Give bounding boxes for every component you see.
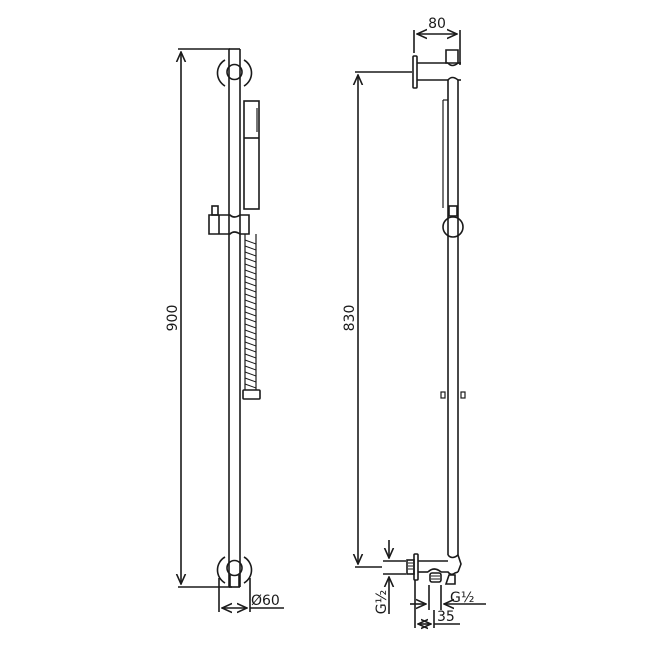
- side-view: 80 830: [342, 16, 486, 628]
- dimension-830-label: 830: [342, 305, 358, 332]
- dimension-outlet-label: G½: [450, 590, 474, 606]
- dimension-outlet-offset: 35: [414, 580, 460, 628]
- front-view: 900: [165, 48, 284, 612]
- dimension-projection: 80: [413, 16, 461, 65]
- dimension-80-label: 80: [428, 16, 446, 32]
- side-bottom-outlet: [406, 553, 462, 585]
- side-slider: [442, 205, 464, 238]
- hand-shower: [243, 100, 260, 210]
- dimension-inlet-thread: G½: [374, 540, 406, 614]
- shower-hose: [242, 234, 261, 400]
- dimension-bracket-spacing: 830: [342, 71, 412, 568]
- dimension-35-label: 35: [437, 609, 455, 625]
- dimension-900-label: 900: [165, 305, 181, 332]
- dimension-diameter-label: Ø60: [251, 593, 280, 609]
- slide-rail: [228, 48, 241, 588]
- dimension-outlet-thread: G½: [410, 585, 486, 610]
- side-rail: [440, 80, 466, 555]
- side-top-bracket: [412, 49, 461, 89]
- dimension-bracket-diameter: Ø60: [218, 578, 284, 612]
- top-wall-bracket: [216, 59, 253, 87]
- dimension-overall-height: 900: [165, 48, 232, 588]
- slider-holder: [208, 205, 250, 235]
- dimension-inlet-label: G½: [374, 590, 390, 614]
- bottom-wall-bracket: [216, 556, 253, 587]
